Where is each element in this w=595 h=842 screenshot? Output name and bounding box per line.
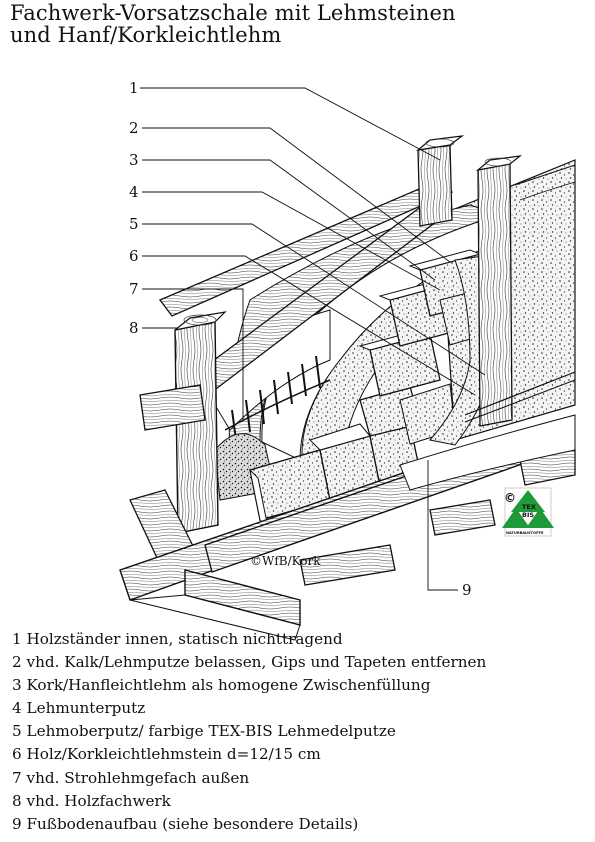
legend-item-1: 1 Holzständer innen, statisch nichttrage… <box>12 630 343 648</box>
legend-item-5: 5 Lehmoberputz/ farbige TEX-BIS Lehmedel… <box>12 722 396 741</box>
legend-item-9: 9 Fußbodenaufbau (siehe besondere Detail… <box>12 814 359 833</box>
title-line-2: und Hanf/Korkleichtlehm <box>10 23 282 47</box>
outer-timber-post <box>174 311 227 534</box>
legend-item-4: 4 Lehmunterputz <box>12 699 146 718</box>
diagram-title: Fachwerk-Vorsatzschale mit Lehmsteinen u… <box>10 2 456 46</box>
inner-stud-right <box>475 155 523 427</box>
logo-triangle-top <box>511 490 545 512</box>
callout-2: 2 <box>129 119 139 137</box>
legend-item-7: 7 vhd. Strohlehmgefach außen <box>12 768 250 787</box>
inner-stud-left <box>415 135 465 227</box>
callout-9: 9 <box>462 581 472 599</box>
callout-7: 7 <box>129 280 139 298</box>
legend-item-2: 2 vhd. Kalk/Lehmputze belassen, Gips und… <box>12 653 487 672</box>
logo-triangle-right <box>526 508 554 528</box>
floor-surface <box>399 371 576 491</box>
leader-lines <box>140 87 486 591</box>
callout-5: 5 <box>129 215 139 233</box>
callout-8: 8 <box>129 319 139 337</box>
tex-bis-logo: © TEX BIS NATURBAUSTOFFE <box>502 487 554 537</box>
callout-4: 4 <box>129 183 139 201</box>
straw-clay-infill <box>199 309 331 441</box>
callout-1: 1 <box>129 79 139 97</box>
legend-item-8: 8 vhd. Holzfachwerk <box>12 791 171 810</box>
drawing-credit: ©WfB/Kork <box>250 554 321 568</box>
callout-6: 6 <box>129 247 139 265</box>
legend-list: 1 Holzständer innen, statisch nichttrage… <box>12 628 486 836</box>
callout-3: 3 <box>129 151 139 169</box>
logo-triangle-left <box>502 508 530 528</box>
logo-brand-top: TEX <box>522 503 536 511</box>
title-line-1: Fachwerk-Vorsatzschale mit Lehmsteinen <box>10 1 456 25</box>
callout-labels: 1 2 3 4 5 6 7 8 9 <box>129 79 472 599</box>
logo-tagline: NATURBAUSTOFFE <box>506 531 544 535</box>
legend-item-6: 6 Holz/Korkleichtlehmstein d=12/15 cm <box>12 745 321 764</box>
logo-copyright: © <box>504 491 516 505</box>
legend-item-3: 3 Kork/Hanfleichtlehm als homogene Zwisc… <box>12 676 431 695</box>
logo-brand-bottom: BIS <box>522 511 534 519</box>
